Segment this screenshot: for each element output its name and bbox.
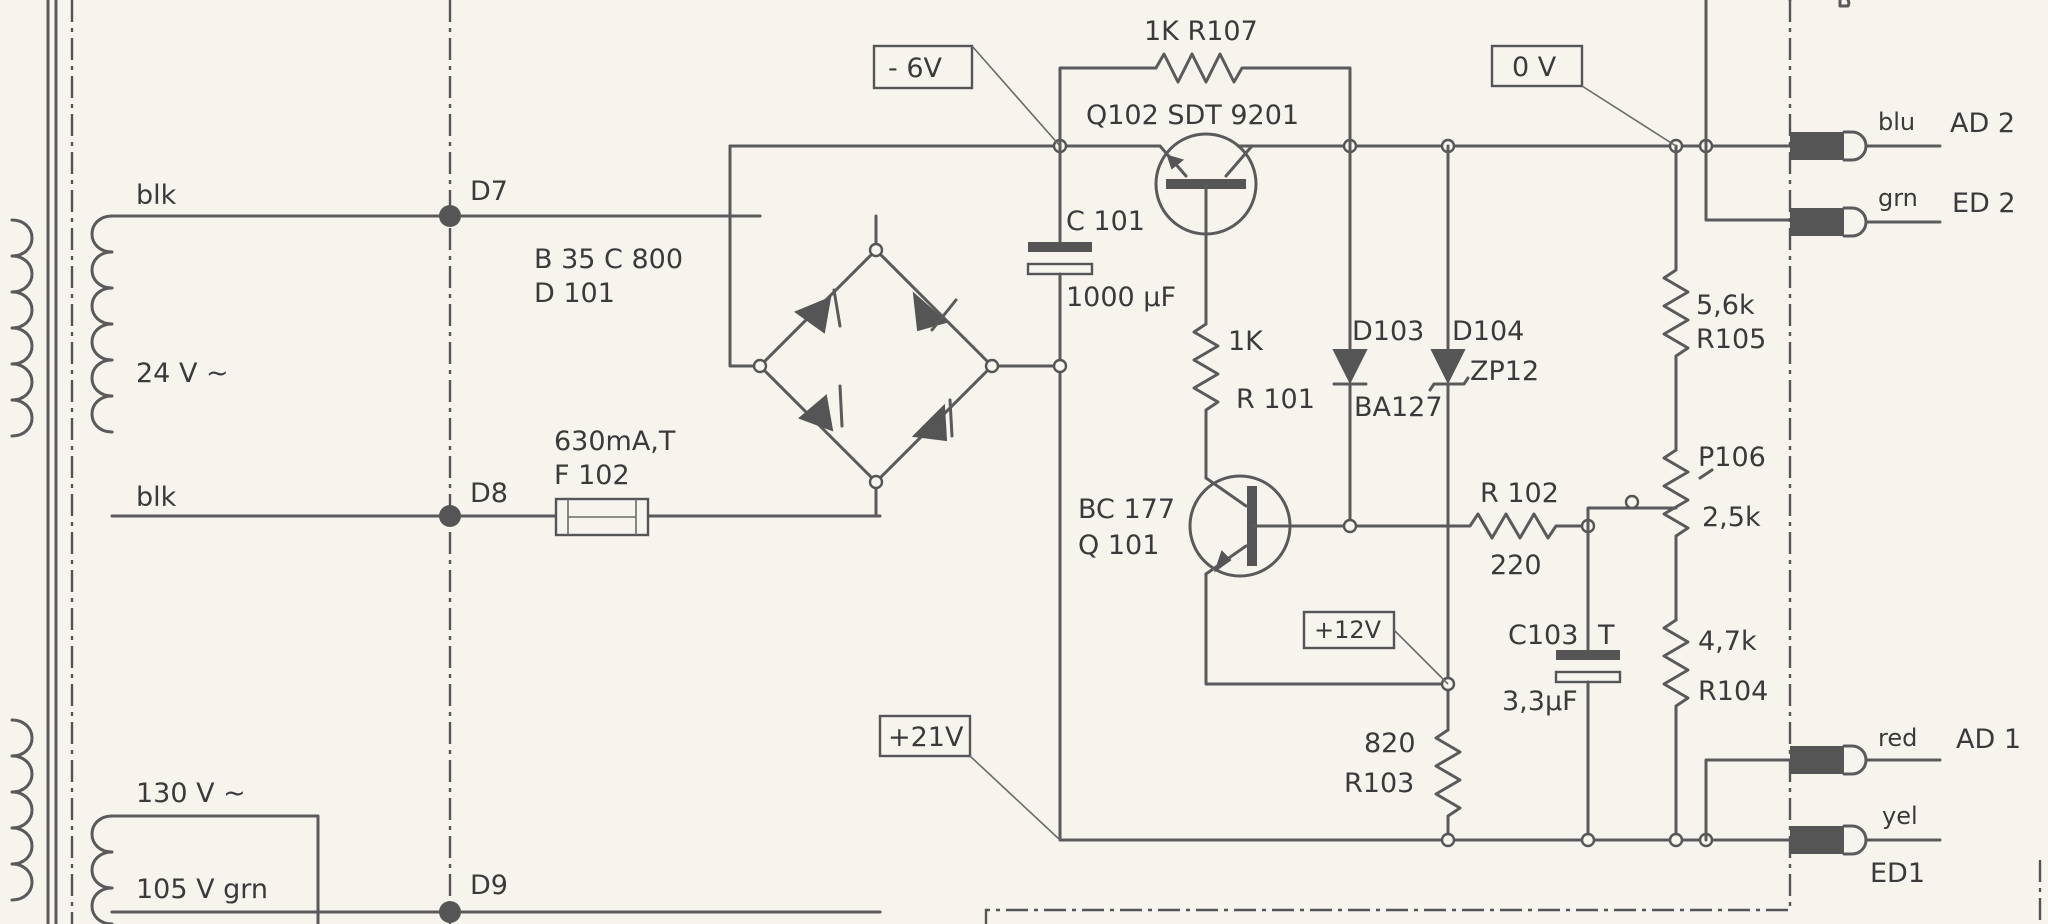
tag-plus12v: +12V: [1302, 610, 1449, 685]
label-r104-ref: R104: [1698, 676, 1768, 707]
label-p106-ref: P106: [1698, 442, 1766, 473]
plug-ed1: [1790, 824, 1942, 856]
label-zp12: ZP12: [1470, 356, 1539, 387]
tag-0v: 0 V: [1490, 44, 1677, 147]
label-105v: 105 V grn: [136, 874, 268, 905]
label-yel: yel: [1882, 802, 1918, 830]
resistor-r107: [1058, 52, 1352, 148]
wire-130v: [110, 814, 320, 924]
transformer-core: [46, 0, 74, 924]
terminal-d9: [439, 901, 461, 923]
resistor-r102: [1446, 512, 1590, 540]
label-bridge-type: B 35 C 800: [534, 244, 683, 275]
label-r101-ref: R 101: [1236, 384, 1315, 415]
label-c103-value: 3,3µF: [1502, 686, 1578, 717]
plug-ad1: [1790, 744, 1942, 776]
label-q101-ref: Q 101: [1078, 530, 1159, 561]
transformer-secondary-coil: [90, 214, 114, 924]
label-p106-value: 2,5k: [1702, 502, 1761, 533]
label-fuse-rating: 630mA,T: [554, 426, 676, 457]
terminal-d8: [439, 505, 461, 527]
wire-p106-wiper: [1586, 506, 1678, 528]
label-ad1: AD 1: [1956, 724, 2021, 755]
tag-plus21v: +21V: [878, 714, 1061, 841]
resistor-r103: [1434, 728, 1462, 842]
tag-plus12v-label: +12V: [1314, 616, 1382, 644]
transistor-q101: [1188, 474, 1450, 686]
label-d104: D104: [1452, 316, 1524, 347]
resistor-r101: [1192, 322, 1220, 480]
label-bridge-ref: D 101: [534, 278, 615, 309]
label-d7: D7: [470, 176, 508, 207]
label-blu: blu: [1878, 108, 1915, 136]
plug-ad2: [1790, 130, 1942, 162]
fuse-f102: [554, 497, 650, 537]
label-r103-value: 820: [1364, 728, 1416, 759]
transistor-q102: [1154, 132, 1258, 326]
wire-ad1: [1704, 758, 1792, 842]
label-r102-ref: R 102: [1480, 478, 1559, 509]
label-r104-value: 4,7k: [1698, 626, 1757, 657]
wire-ed2: [1704, 0, 1792, 222]
label-r101-value: 1K: [1228, 326, 1264, 357]
capacitor-c103: [1554, 524, 1622, 842]
potentiometer-p106: [1662, 448, 1690, 622]
tag-minus6v-label: - 6V: [888, 53, 943, 84]
label-c103-type: T: [1597, 620, 1615, 651]
label-ad2: AD 2: [1950, 108, 2015, 139]
label-ed1: ED1: [1870, 858, 1925, 889]
label-ed2: ED 2: [1952, 188, 2016, 219]
label-130v: 130 V ~: [136, 778, 246, 809]
label-fuse-ref: F 102: [554, 460, 630, 491]
label-c101-value: 1000 µF: [1066, 282, 1176, 313]
tag-0v-label: 0 V: [1512, 52, 1557, 83]
label-r102-value: 220: [1490, 550, 1542, 581]
label-c101-ref: C 101: [1066, 206, 1145, 237]
label-red: red: [1878, 724, 1917, 752]
label-grn: grn: [1878, 184, 1918, 212]
label-c103-ref: C103: [1508, 620, 1578, 651]
label-r103-ref: R103: [1344, 768, 1414, 799]
label-r105-ref: R105: [1696, 324, 1766, 355]
board-outline: [984, 0, 1792, 924]
label-24v: 24 V ~: [136, 358, 229, 389]
bridge-rectifier-d101: [728, 144, 1062, 518]
label-r107: 1K R107: [1144, 16, 1258, 47]
label-blk-bottom: blk: [136, 482, 177, 513]
label-d8: D8: [470, 478, 508, 509]
label-q102: Q102 SDT 9201: [1086, 100, 1299, 131]
label-d103: D103: [1352, 316, 1424, 347]
diode-d103: [1332, 144, 1368, 534]
tag-minus6v: - 6V: [872, 44, 1061, 147]
terminal-d7: [439, 205, 461, 227]
label-r105-value: 5,6k: [1696, 290, 1755, 321]
label-d9: D9: [470, 870, 508, 901]
resistor-r105: [1662, 144, 1690, 452]
label-q101-type: BC 177: [1078, 494, 1175, 525]
plug-ed2: [1790, 206, 1942, 238]
transformer-primary-coil: [10, 218, 34, 902]
label-blk-top: blk: [136, 180, 177, 211]
zener-diode-d104: [1428, 144, 1470, 732]
tag-plus21v-label: +21V: [888, 722, 964, 753]
resistor-r104: [1662, 618, 1690, 842]
capacitor-c101: [1026, 144, 1094, 842]
label-ba127: BA127: [1354, 392, 1443, 423]
